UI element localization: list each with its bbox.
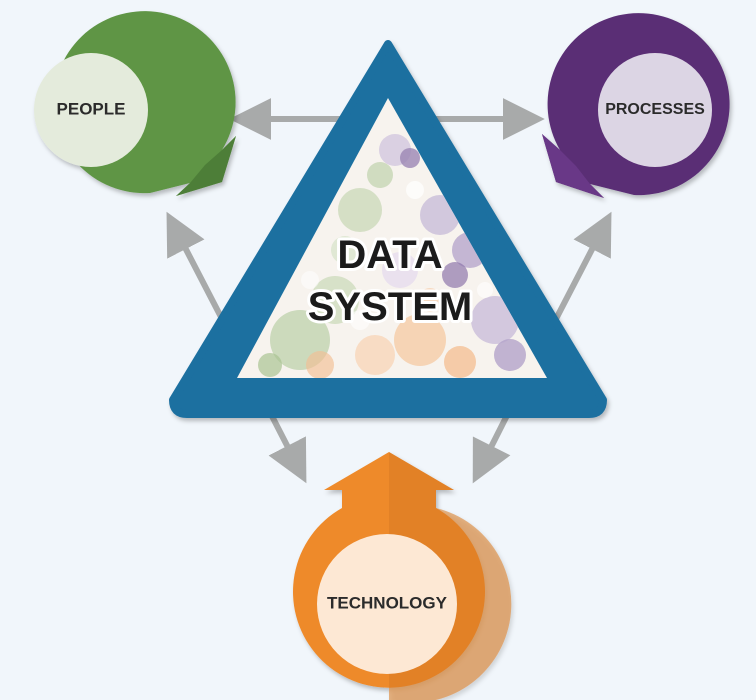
bubble-texture [258,134,526,378]
people-label: PEOPLE [57,99,126,118]
processes-node [542,13,730,198]
data-system-triangle [169,40,607,418]
processes-label: PROCESSES [605,101,705,118]
center-label-line1: DATA [337,233,442,277]
technology-label: TECHNOLOGY [327,593,448,612]
center-label-line2: SYSTEM [308,285,472,329]
people-node [34,11,237,196]
technology-node [293,452,512,700]
